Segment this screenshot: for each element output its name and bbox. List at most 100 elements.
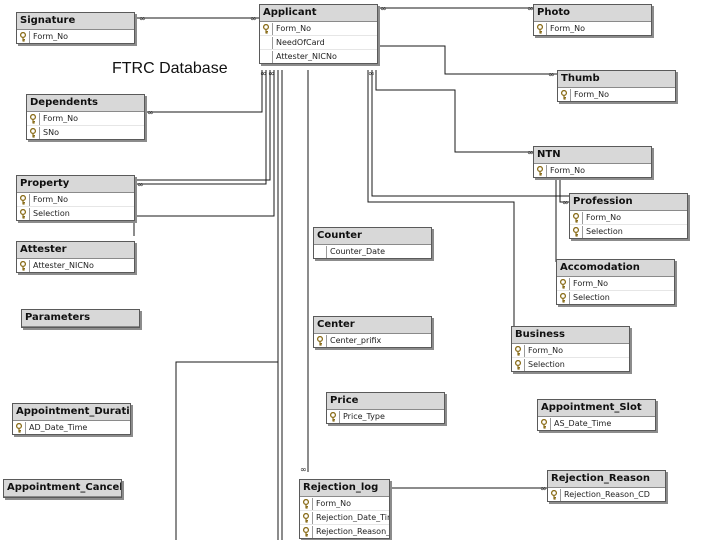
primary-key-cell [570, 211, 583, 224]
column-row[interactable]: Center_prifix [314, 334, 431, 347]
column-row[interactable]: Selection [17, 206, 134, 220]
column-list: Form_No [17, 30, 134, 43]
primary-key-cell [557, 277, 570, 290]
key-icon [572, 226, 580, 237]
column-row[interactable]: Form_No [17, 30, 134, 43]
key-icon [302, 512, 310, 523]
column-row[interactable]: Form_No [557, 277, 674, 290]
column-row[interactable]: AS_Date_Time [538, 417, 655, 430]
relationship-ntn-profession [559, 180, 570, 203]
column-icon-cell [314, 245, 327, 258]
table-title: Profession [570, 194, 687, 211]
column-name: Rejection_Reason_Cd [316, 527, 389, 536]
primary-key-cell [314, 334, 327, 347]
relationship-applicant-appointment [175, 361, 278, 540]
column-list: Rejection_Reason_CD [548, 488, 665, 501]
column-row[interactable]: Rejection_Reason_CD [548, 488, 665, 501]
column-row[interactable]: Rejection_Date_Time [300, 510, 389, 524]
column-row[interactable]: Form_No [534, 164, 651, 177]
primary-key-cell [260, 22, 273, 35]
column-row[interactable]: Price_Type [327, 410, 444, 423]
column-row[interactable]: Selection [512, 357, 629, 371]
table-appointment-cancel[interactable]: Appointment_Cancele [3, 479, 122, 498]
table-title: Applicant [260, 5, 377, 22]
column-row[interactable]: Form_No [17, 193, 134, 206]
column-name: Form_No [586, 213, 622, 222]
table-title: Property [17, 176, 134, 193]
column-row[interactable]: NeedOfCard [260, 35, 377, 49]
column-name: Form_No [33, 32, 69, 41]
column-name: Selection [33, 209, 70, 218]
column-row[interactable]: Form_No [260, 22, 377, 35]
primary-key-cell [300, 511, 313, 524]
relationship-applicant-business [367, 70, 515, 328]
table-parameters[interactable]: Parameters [21, 309, 140, 328]
primary-key-cell [534, 22, 547, 35]
column-name: AS_Date_Time [554, 419, 612, 428]
column-name: Attester_NICNo [276, 52, 337, 61]
column-name: Center_prifix [330, 336, 382, 345]
column-row[interactable]: Attester_NICNo [260, 49, 377, 63]
column-name: Price_Type [343, 412, 385, 421]
column-name: Form_No [276, 24, 312, 33]
column-list: Form_No [534, 22, 651, 35]
table-title: Attester [17, 242, 134, 259]
primary-key-cell [512, 358, 525, 371]
column-row[interactable]: Form_No [570, 211, 687, 224]
infinity-icon: ∞ [527, 148, 534, 157]
column-row[interactable]: AD_Date_Time [13, 421, 130, 434]
column-row[interactable]: Attester_NICNo [17, 259, 134, 272]
key-icon [572, 212, 580, 223]
key-icon [19, 31, 27, 42]
primary-key-cell [557, 291, 570, 304]
table-title: Center [314, 317, 431, 334]
column-icon-cell [260, 36, 273, 49]
infinity-icon: ∞ [548, 70, 555, 79]
table-title: Appointment_Slot [538, 400, 655, 417]
column-row[interactable]: Form_No [512, 344, 629, 357]
table-title: Counter [314, 228, 431, 245]
column-row[interactable]: Selection [557, 290, 674, 304]
column-row[interactable]: Form_No [534, 22, 651, 35]
table-rejection-log[interactable]: Rejection_logForm_NoRejection_Date_TimeR… [299, 479, 390, 539]
column-name: Rejection_Reason_CD [564, 490, 650, 499]
column-row[interactable]: Form_No [300, 497, 389, 510]
column-name: Attester_NICNo [33, 261, 94, 270]
column-row[interactable]: Counter_Date [314, 245, 431, 258]
column-row[interactable]: Selection [570, 224, 687, 238]
infinity-icon: ∞ [250, 14, 257, 23]
key-icon [559, 292, 567, 303]
diagram-title: FTRC Database [112, 60, 228, 77]
key-icon [559, 278, 567, 289]
key-icon [262, 23, 270, 34]
column-row[interactable]: SNo [27, 125, 144, 139]
table-title: Parameters [22, 310, 139, 327]
column-list: AD_Date_Time [13, 421, 130, 434]
primary-key-cell [512, 344, 525, 357]
column-row[interactable]: Form_No [558, 88, 675, 101]
column-row[interactable]: Form_No [27, 112, 144, 125]
column-row[interactable]: Rejection_Reason_Cd [300, 524, 389, 538]
infinity-icon: ∞ [562, 198, 569, 207]
